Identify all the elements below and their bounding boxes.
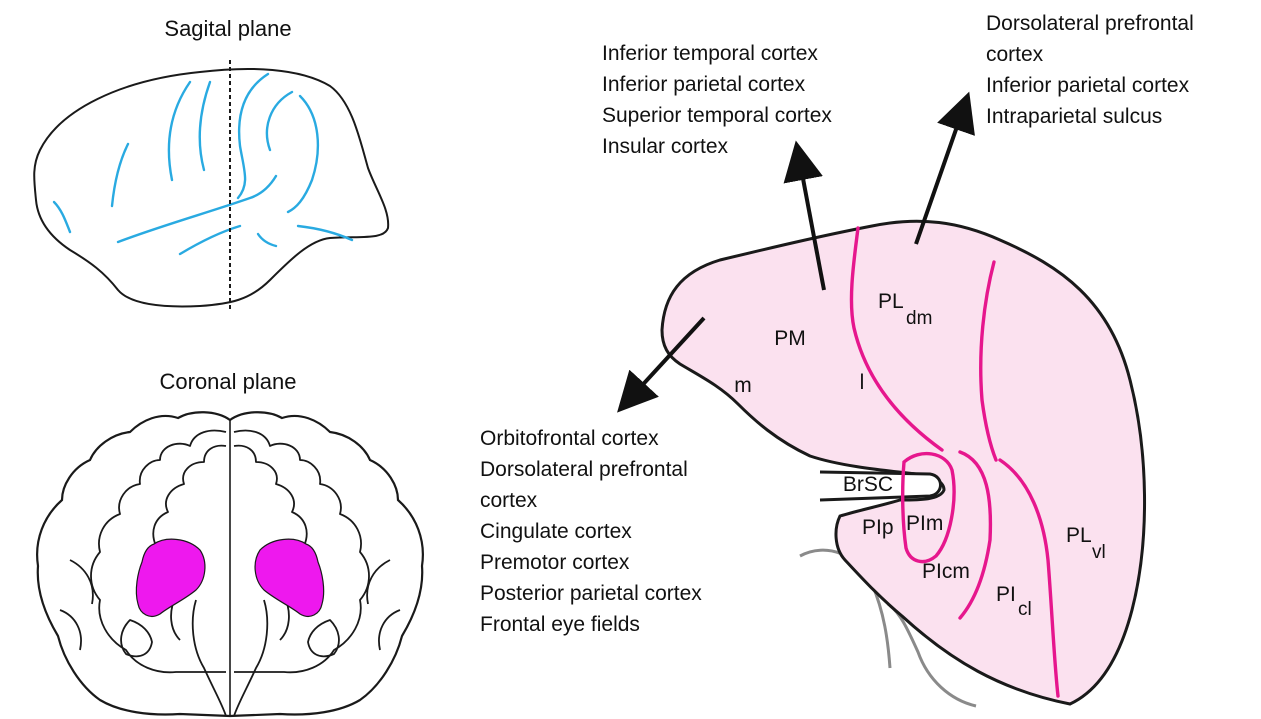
- region-label-pl-vl-subscript: vl: [1092, 542, 1106, 563]
- projection-item: Premotor cortex: [480, 551, 630, 574]
- projection-item: Dorsolateral prefrontal: [986, 12, 1194, 35]
- projection-item: Insular cortex: [602, 135, 729, 158]
- coronal-panel: Coronal plane: [37, 369, 423, 716]
- pulvinar-detail: PM PL dm m l BrSC PIp PIm PIcm PI cl PL …: [662, 221, 1145, 706]
- region-label-pim: PIm: [906, 512, 943, 535]
- projection-list-frontal: Orbitofrontal cortex Dorsolateral prefro…: [480, 427, 708, 636]
- projection-item: Dorsolateral prefrontal: [480, 458, 688, 481]
- projection-item: Superior temporal cortex: [602, 104, 832, 127]
- projection-list-dlpfc-parietal: Dorsolateral prefrontal cortex Inferior …: [986, 12, 1200, 128]
- region-label-brsc: BrSC: [843, 473, 893, 496]
- projection-item: Inferior parietal cortex: [602, 73, 806, 96]
- projection-list-temporal: Inferior temporal cortex Inferior pariet…: [602, 42, 838, 158]
- projection-item: Orbitofrontal cortex: [480, 427, 659, 450]
- region-label-l: l: [860, 371, 865, 394]
- projection-item: Inferior temporal cortex: [602, 42, 818, 65]
- region-label-pl-vl: PL: [1066, 524, 1092, 547]
- sagittal-panel: Sagital plane: [34, 16, 388, 312]
- region-label-pm: PM: [774, 327, 806, 350]
- region-label-pl-dm: PL: [878, 290, 904, 313]
- projection-item: Frontal eye fields: [480, 613, 640, 636]
- region-label-picm: PIcm: [922, 560, 970, 583]
- projection-item: cortex: [480, 489, 538, 512]
- projection-item: Posterior parietal cortex: [480, 582, 702, 605]
- projection-item: Cingulate cortex: [480, 520, 632, 543]
- projection-item: Intraparietal sulcus: [986, 105, 1162, 128]
- coronal-title: Coronal plane: [160, 369, 297, 394]
- sagittal-brain-outline: [34, 69, 388, 307]
- sagittal-sulci: [54, 74, 352, 254]
- region-label-pi-cl-subscript: cl: [1018, 599, 1032, 620]
- region-label-pi-cl: PI: [996, 583, 1016, 606]
- region-label-pip: PIp: [862, 516, 894, 539]
- projection-item: cortex: [986, 43, 1044, 66]
- projection-item: Inferior parietal cortex: [986, 74, 1190, 97]
- region-label-m: m: [734, 374, 752, 397]
- region-label-pl-dm-subscript: dm: [906, 308, 932, 329]
- sagittal-title: Sagital plane: [164, 16, 291, 41]
